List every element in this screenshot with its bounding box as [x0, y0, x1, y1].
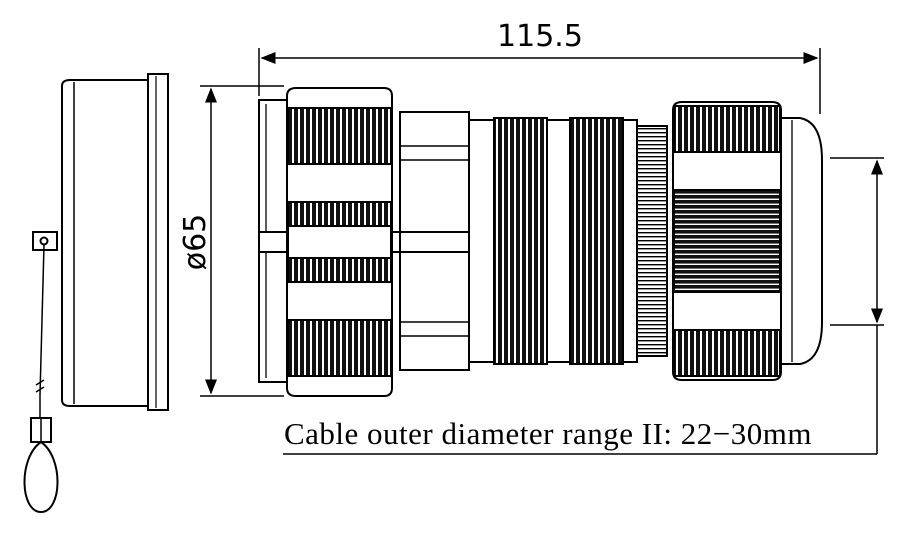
cable-range-dimension-lines: [283, 157, 884, 455]
cable-diameter-note: Cable outer diameter range II: 22−30mm: [284, 416, 812, 451]
length-dimension-label: 115.5: [497, 19, 583, 54]
diameter-dimension-lines: [200, 85, 284, 397]
length-dimension-lines: [258, 48, 821, 114]
protective-cap: [23, 73, 169, 514]
diameter-dimension-label: ø65: [178, 214, 213, 271]
connector-body: [258, 87, 823, 397]
